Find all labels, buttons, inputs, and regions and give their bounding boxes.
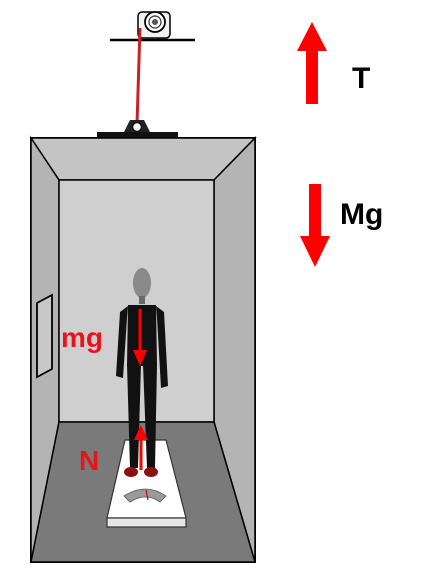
- weight-arrow-mg: [133, 309, 147, 366]
- person-head: [133, 268, 151, 298]
- scale-base: [106, 517, 187, 528]
- label-normal-force: N: [79, 445, 99, 476]
- person-right-arm: [156, 306, 168, 388]
- label-person-weight: mg: [61, 322, 103, 353]
- pulley-icon: [144, 11, 166, 33]
- cable-mount: [97, 120, 178, 138]
- person-left-leg: [127, 364, 141, 468]
- person-right-foot: [144, 467, 158, 477]
- elevator-cable: [135, 27, 142, 125]
- person-left-foot: [124, 467, 138, 477]
- label-elevator-weight: Mg: [340, 198, 383, 231]
- tension-arrow: [297, 22, 327, 104]
- normal-force-arrow-n: [134, 425, 148, 470]
- scale-dial: [123, 488, 167, 503]
- door-panel: [36, 293, 53, 379]
- person-figure: [116, 268, 168, 477]
- person-left-arm: [116, 306, 128, 378]
- label-tension: T: [352, 62, 370, 95]
- pulley-assembly: [110, 11, 195, 42]
- bathroom-scale: [106, 439, 187, 528]
- person-right-leg: [143, 364, 157, 468]
- elevator-weight-arrow: [300, 184, 330, 267]
